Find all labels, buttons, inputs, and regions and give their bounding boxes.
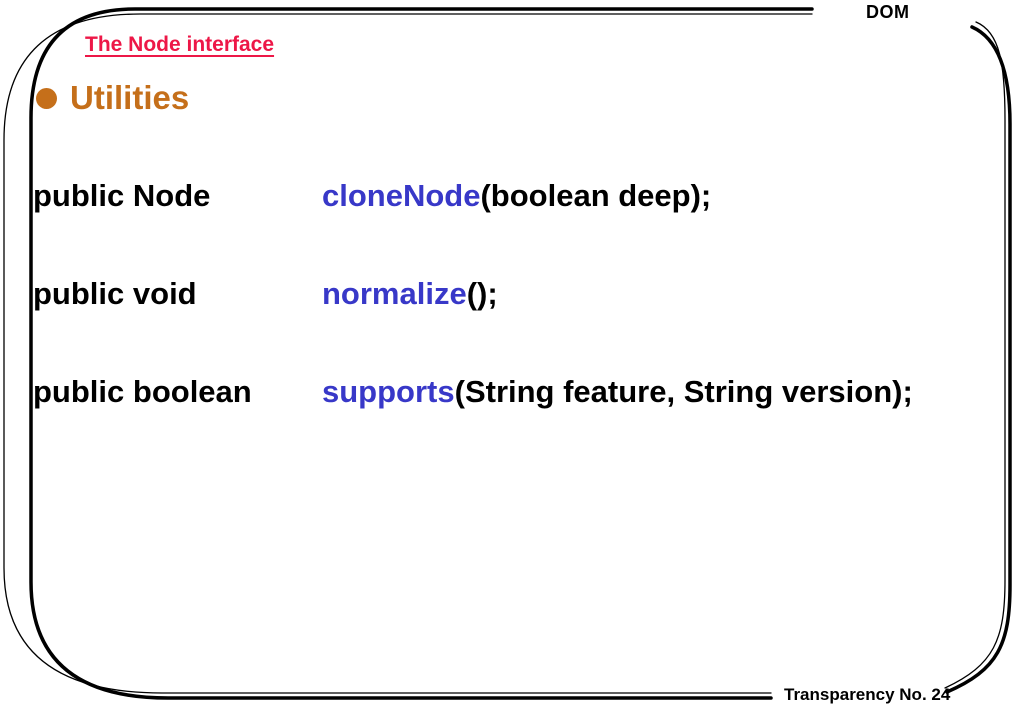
code-line: public Node cloneNode(boolean deep); xyxy=(33,176,1013,216)
bullet-icon xyxy=(36,87,57,109)
method-name: normalize xyxy=(322,276,467,311)
method-args: (String feature, String version); xyxy=(454,374,913,409)
method-name: cloneNode xyxy=(322,178,481,213)
code-declaration: public Node xyxy=(33,178,211,213)
code-block: public Node cloneNode(boolean deep); publ… xyxy=(33,176,1013,470)
bullet-label: Utilities xyxy=(70,79,190,116)
code-line: public boolean supports(String feature, S… xyxy=(33,372,1013,412)
code-declaration: public boolean xyxy=(33,374,252,409)
slide-title: The Node interface xyxy=(85,33,275,56)
method-args: (); xyxy=(466,276,498,311)
code-line: public void normalize(); xyxy=(33,274,1013,314)
code-declaration: public void xyxy=(33,276,197,311)
footer-label: Transparency No. 24 xyxy=(784,685,951,704)
method-name: supports xyxy=(322,374,455,409)
bullet-row: Utilities xyxy=(36,79,189,117)
method-args: (boolean deep); xyxy=(480,178,712,213)
corner-label: DOM xyxy=(866,2,910,22)
